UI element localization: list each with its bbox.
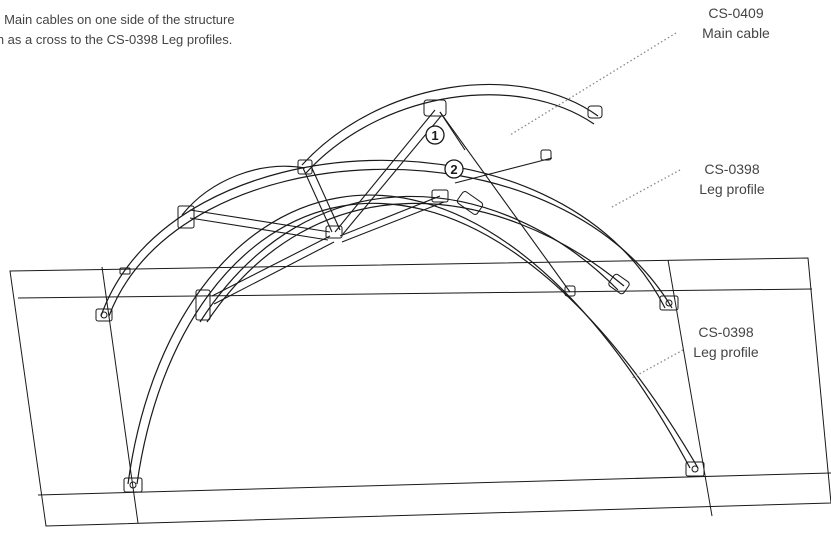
- leader-leg-profile-top: [611, 169, 681, 208]
- leg-profile-mid-outer: [199, 195, 619, 323]
- ground-line-back: [17, 288, 813, 299]
- brace-1: [189, 209, 331, 233]
- marker-2: 2: [444, 159, 464, 179]
- marker-1-circle: [425, 125, 445, 145]
- ground-line-front: [37, 472, 831, 496]
- leg-profile-top-name: Leg profile: [699, 181, 765, 197]
- leg-profiles: [100, 83, 699, 485]
- cross-braces: [189, 109, 445, 305]
- foot-back-right-bolt: [665, 299, 673, 307]
- leg-profile-top-inner: [305, 94, 595, 174]
- leg-profile-top-code: CS-0398: [704, 161, 760, 177]
- top-connector: [423, 99, 447, 117]
- ground-outline: [9, 257, 831, 527]
- leg-profile-back-inner: [108, 168, 673, 317]
- left-end-connector: [177, 205, 195, 229]
- leader-lines: [509, 32, 684, 379]
- cable-end-fitting: [564, 285, 576, 297]
- center-connector: [325, 225, 343, 239]
- feet: [95, 295, 705, 493]
- leg-profile-bottom-name: Leg profile: [693, 344, 759, 360]
- leg-profile-bottom-code: CS-0398: [698, 324, 754, 340]
- assembly-instruction: 09 Main cables on one side of the struct…: [0, 10, 235, 50]
- brace-3: [334, 109, 436, 233]
- foot-back-right: [659, 295, 679, 311]
- main-cable-name: Main cable: [702, 25, 770, 41]
- leg-profile-front-inner: [136, 202, 699, 485]
- mid-connector: [431, 189, 449, 203]
- brace-5: [339, 195, 441, 237]
- brace-2: [302, 167, 333, 233]
- main-cables: [439, 111, 571, 293]
- left-clip: [119, 267, 131, 275]
- leg-profile-left-piece: [181, 165, 306, 216]
- leader-leg-profile-bottom: [631, 349, 684, 379]
- brace-5b: [341, 201, 445, 243]
- top-end-cap: [587, 105, 603, 119]
- marker-1: 1: [425, 125, 445, 145]
- main-cable-1: [439, 111, 571, 293]
- foot-back-left-bolt: [100, 311, 108, 319]
- marker-1-text: 1: [431, 128, 438, 143]
- callout-main-cable: CS-0409 Main cable: [686, 3, 786, 43]
- callout-leg-profile-top: CS-0398 Leg profile: [682, 159, 782, 199]
- leg-profile-mid-inner: [206, 202, 625, 323]
- brace-4b: [213, 241, 335, 305]
- lower-left-connector: [195, 289, 211, 321]
- foot-front-left-bolt: [129, 481, 137, 489]
- right-end-cap: [608, 273, 630, 295]
- main-cable-code: CS-0409: [708, 5, 764, 21]
- brace-3b: [342, 115, 442, 235]
- foot-back-left: [95, 308, 113, 322]
- leg-profile-front-outer: [127, 194, 691, 485]
- ground-line-left: [101, 266, 139, 524]
- leg-profile-back-outer: [100, 159, 666, 317]
- brace-2b: [310, 165, 341, 231]
- marker-2-circle: [444, 159, 464, 179]
- callout-leg-profile-bottom: CS-0398 Leg profile: [676, 322, 776, 362]
- brace-1b: [189, 217, 329, 241]
- leg-profile-top-outer: [301, 83, 599, 166]
- right-sleeve: [456, 191, 484, 215]
- connectors: [119, 99, 630, 321]
- instruction-line-2: em as a cross to the CS-0398 Leg profile…: [0, 32, 233, 47]
- foot-front-left: [123, 477, 143, 493]
- leader-main-cable: [509, 32, 677, 136]
- brace-4: [211, 235, 331, 297]
- ground-plane: [9, 257, 831, 527]
- main-cable-2: [454, 157, 553, 184]
- instruction-line-1: 09 Main cables on one side of the struct…: [0, 12, 235, 27]
- marker-2-text: 2: [450, 162, 457, 177]
- ground-line-right: [667, 259, 713, 517]
- foot-front-right-bolt: [691, 465, 699, 473]
- main-cable-1-top: [439, 111, 466, 151]
- foot-front-right: [685, 461, 705, 477]
- left-connector: [297, 159, 313, 175]
- cable-fitting-right: [540, 149, 552, 161]
